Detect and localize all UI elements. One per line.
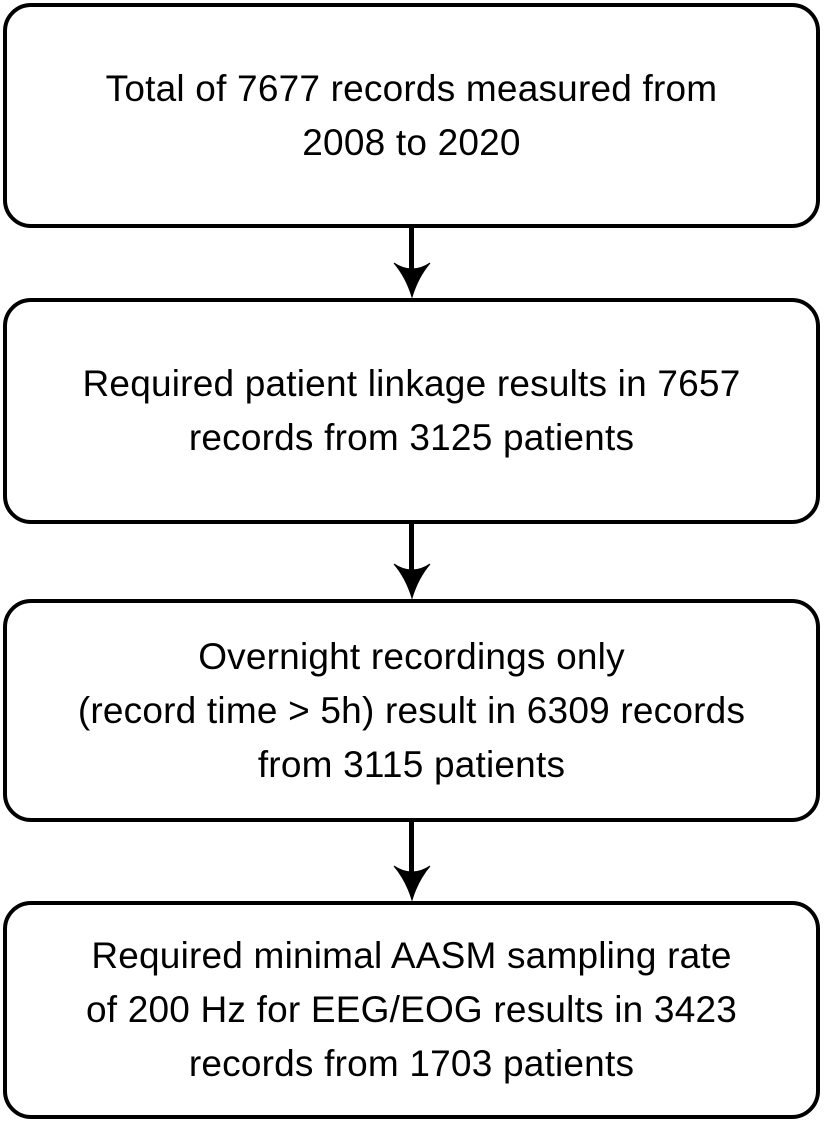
- flow-connector-1: [3, 228, 820, 298]
- flow-node-text: Total of 7677 records measured from 2008…: [105, 67, 718, 163]
- arrow-down-icon: [393, 563, 430, 599]
- flow-node-text: Overnight recordings only (record time >…: [77, 635, 746, 785]
- flow-node-total-records: Total of 7677 records measured from 2008…: [3, 3, 820, 228]
- flow-node-overnight-recordings: Overnight recordings only (record time >…: [3, 599, 820, 822]
- flow-connector-3: [3, 822, 820, 901]
- flow-connector-2: [3, 524, 820, 599]
- arrow-shaft: [409, 822, 414, 875]
- flow-node-patient-linkage: Required patient linkage results in 7657…: [3, 298, 820, 524]
- flow-node-sampling-rate: Required minimal AASM sampling rate of 2…: [3, 901, 820, 1119]
- arrow-shaft: [409, 524, 414, 573]
- flow-node-text: Required minimal AASM sampling rate of 2…: [85, 935, 738, 1084]
- arrow-down-icon: [393, 262, 430, 298]
- arrow-shaft: [409, 228, 414, 272]
- flow-node-text: Required patient linkage results in 7657…: [82, 363, 741, 458]
- arrow-down-icon: [393, 865, 430, 901]
